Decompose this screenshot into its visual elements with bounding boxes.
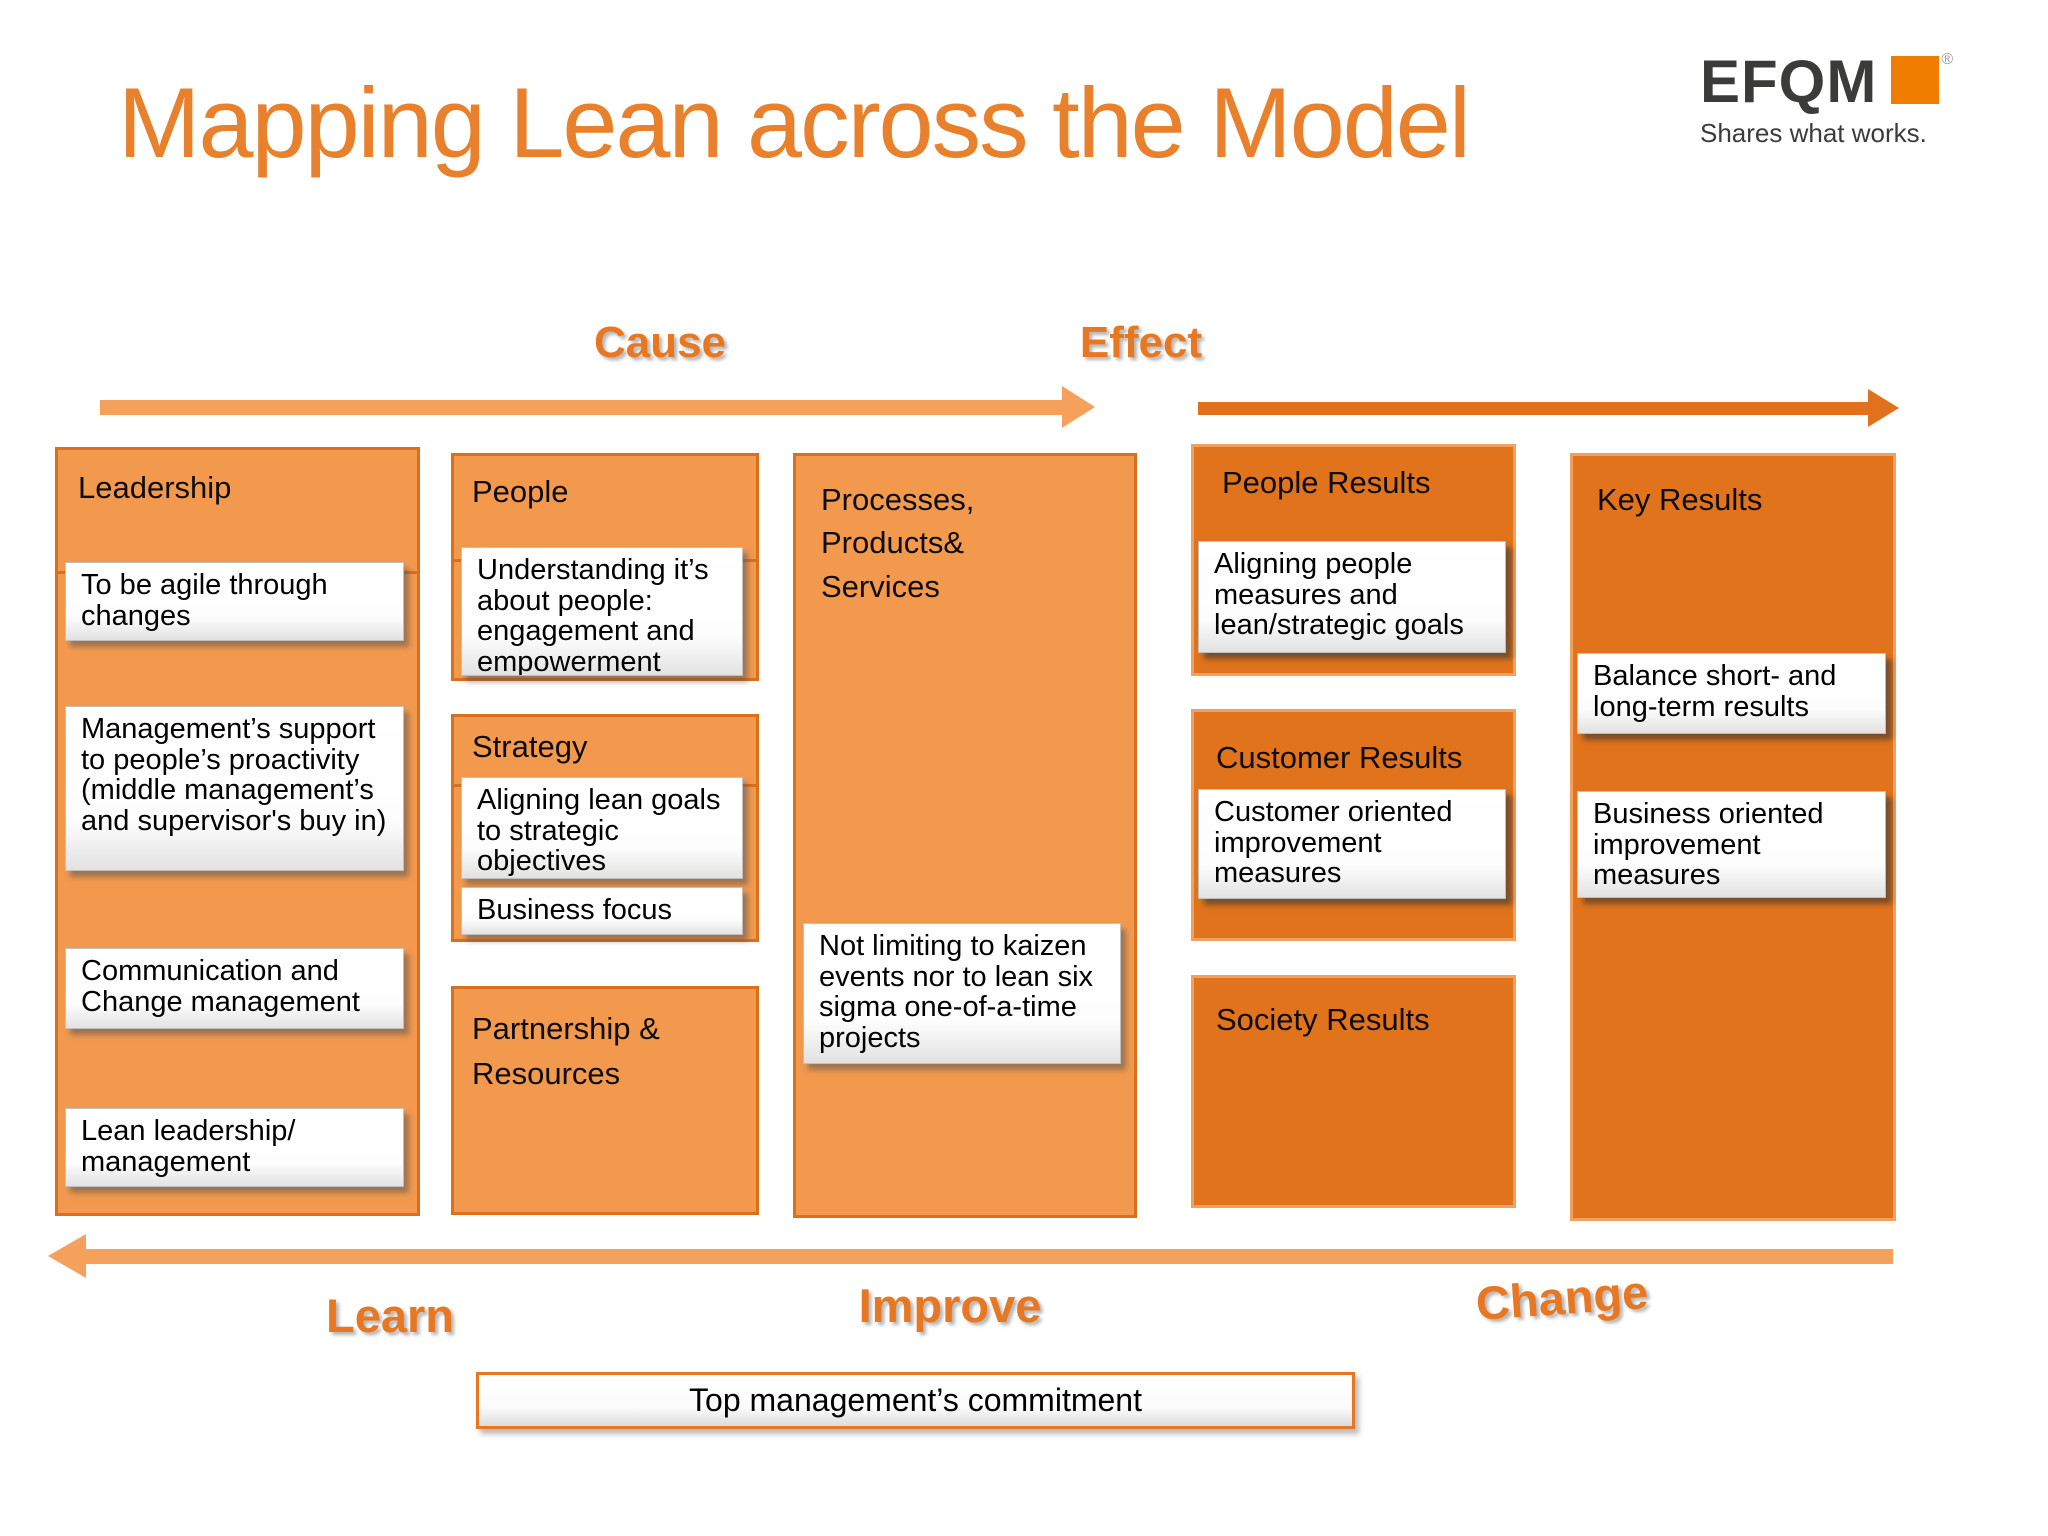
strategy-box: Strategy Aligning lean goals to strategi…: [451, 714, 759, 942]
learn-label: Learn: [326, 1289, 454, 1342]
efqm-logo-text: EFQM: [1700, 48, 1878, 115]
strategy-item: Business focus: [461, 887, 743, 935]
leadership-item: Lean leadership/ management: [65, 1108, 404, 1187]
people-results-item: Aligning people measures and lean/strate…: [1198, 541, 1506, 653]
efqm-logo-square-icon: [1891, 56, 1940, 104]
strategy-item: Aligning lean goals to strategic objecti…: [461, 777, 743, 879]
cause-label: Cause: [593, 318, 727, 367]
people-box: People Understanding it’s about people: …: [451, 453, 759, 681]
key-results-box: Key Results Balance short- and long-term…: [1570, 453, 1896, 1221]
society-results-box: Society Results: [1191, 975, 1516, 1208]
customer-results-box: Customer Results Customer oriented impro…: [1191, 709, 1516, 941]
people-results-box: People Results Aligning people measures …: [1191, 444, 1516, 676]
customer-results-item: Customer oriented improvement measures: [1198, 789, 1506, 899]
society-results-header: Society Results: [1216, 1002, 1430, 1037]
leadership-item: Communication and Change management: [65, 948, 404, 1029]
effect-arrow-bar: [1198, 402, 1868, 415]
people-item: Understanding it’s about people: engagem…: [461, 547, 743, 676]
efqm-tagline: Shares what works.: [1700, 118, 1927, 148]
key-results-item: Business oriented improvement measures: [1577, 791, 1886, 898]
leadership-item: To be agile through changes: [65, 562, 404, 641]
efqm-logo-row: EFQM ®: [1700, 52, 2000, 112]
page-title: Mapping Lean across the Model: [118, 67, 1471, 178]
change-label: Change: [1474, 1265, 1650, 1330]
leadership-item: Management’s support to people’s proacti…: [65, 706, 404, 871]
effect-arrowhead-icon: [1868, 389, 1899, 427]
leadership-header: Leadership: [58, 450, 417, 574]
efqm-logo: EFQM ® Shares what works.: [1700, 52, 2000, 149]
key-results-item: Balance short- and long-term results: [1577, 653, 1886, 734]
improve-label: Improve: [858, 1279, 1042, 1332]
bottom-arrow-bar: [86, 1249, 1893, 1264]
bottom-arrowhead-icon: [48, 1234, 86, 1278]
processes-products-services-box: Processes, Products& Services Not limiti…: [793, 453, 1137, 1218]
partnership-resources-header: Partnership & Resources: [472, 1011, 660, 1091]
commitment-banner: Top management’s commitment: [476, 1372, 1355, 1429]
leadership-box: Leadership To be agile through changes M…: [55, 447, 420, 1216]
people-results-header: People Results: [1222, 465, 1431, 500]
cause-arrowhead-icon: [1062, 386, 1095, 428]
cause-arrow-bar: [100, 400, 1062, 415]
registered-trademark-symbol: ®: [1941, 51, 1954, 68]
key-results-header: Key Results: [1597, 482, 1763, 517]
processes-header: Processes, Products& Services: [821, 482, 975, 604]
partnership-resources-box: Partnership & Resources: [451, 986, 759, 1215]
effect-label: Effect: [1079, 318, 1203, 367]
customer-results-header: Customer Results: [1216, 740, 1463, 775]
processes-item: Not limiting to kaizen events nor to lea…: [803, 923, 1121, 1064]
